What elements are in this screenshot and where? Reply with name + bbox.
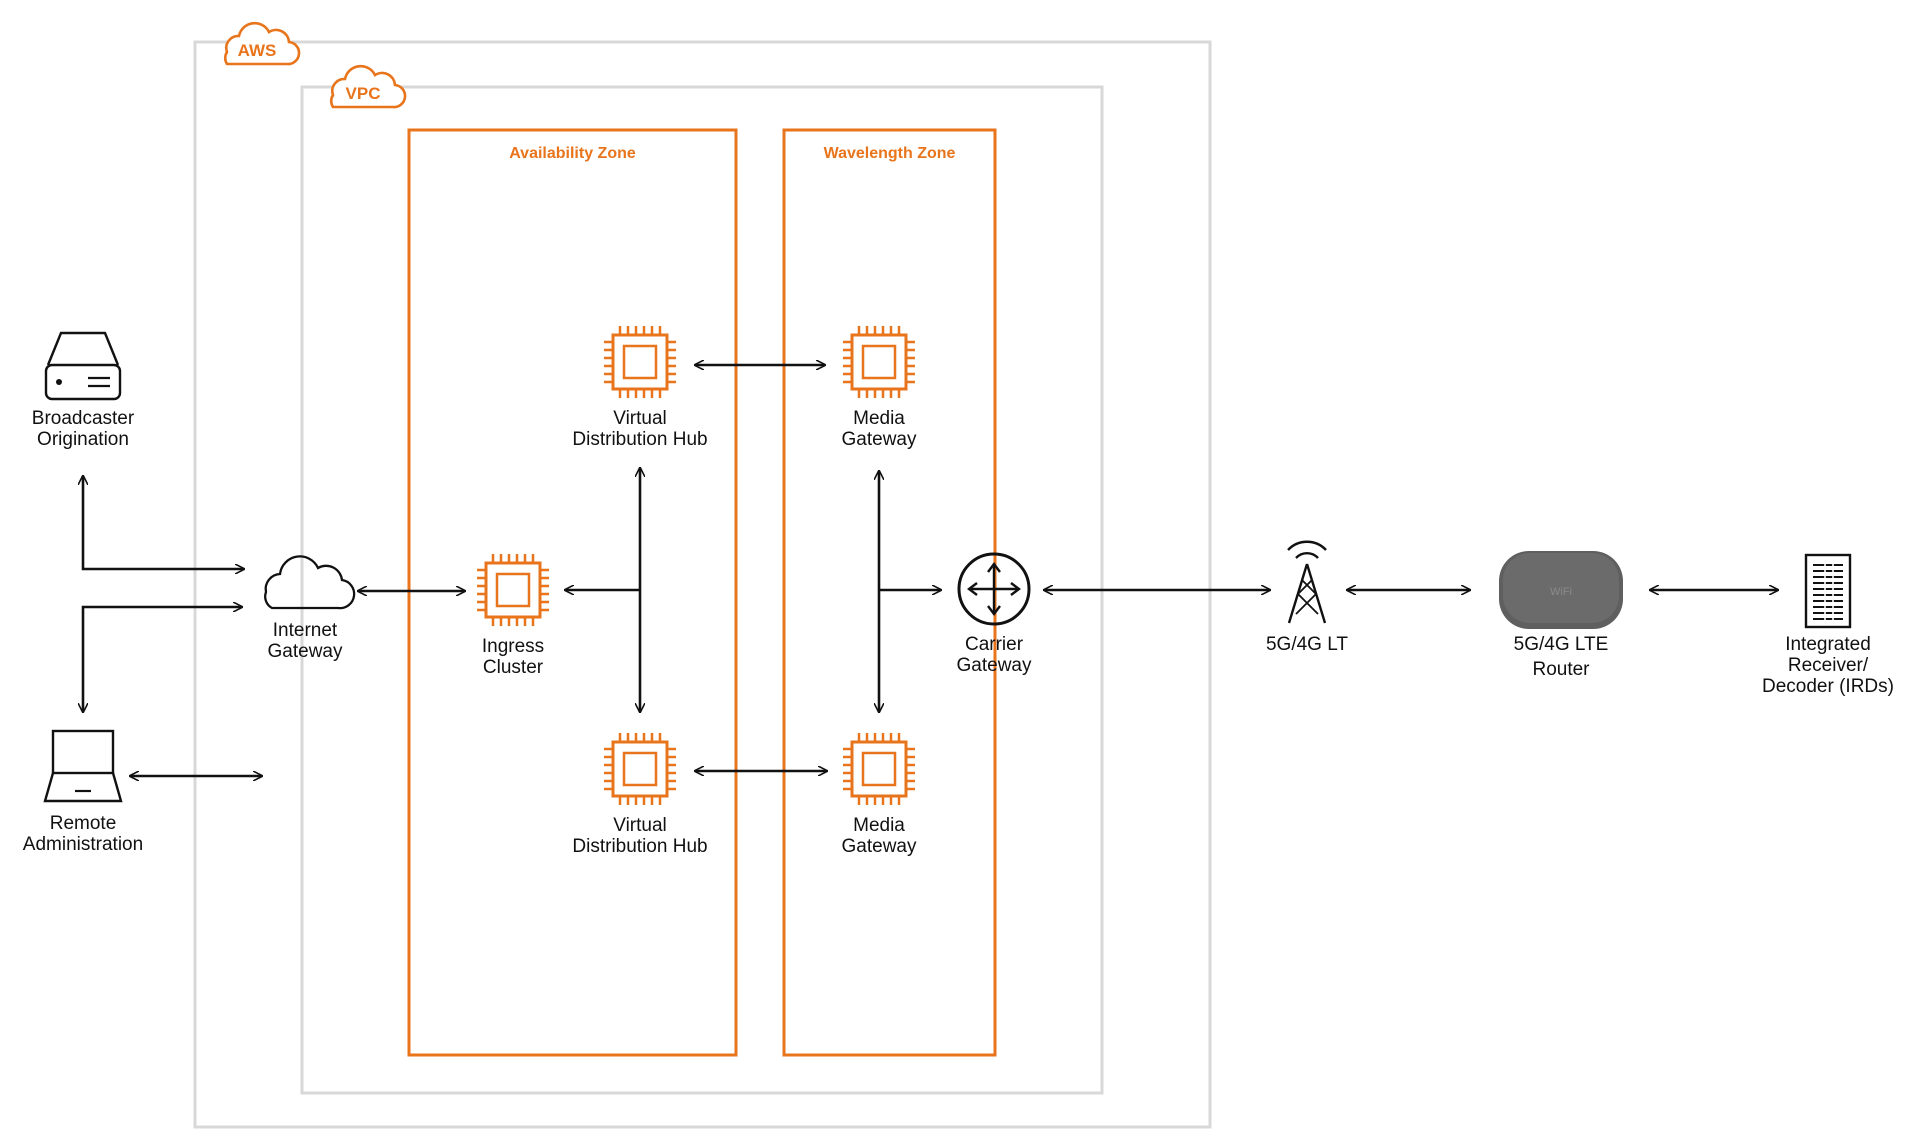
wavelength-zone-container: [782, 128, 997, 1057]
connections: [83, 365, 1778, 776]
arrow-gateway-to-remote-admin: [83, 607, 242, 712]
availability-zone-title: Availability Zone: [509, 145, 636, 162]
vpc-badge-label: VPC: [345, 84, 381, 103]
ingress-cluster-label: Ingress Cluster: [481, 636, 545, 678]
ingress-cluster-chip-icon: [475, 552, 551, 628]
svg-text:WiFi: WiFi: [1550, 586, 1572, 598]
broadcaster-origination-label: Broadcaster Origination: [31, 408, 135, 450]
carrier-gateway-label: Carrier Gateway: [956, 634, 1032, 676]
media-gateway-bottom-label: Media Gateway: [841, 815, 917, 857]
internet-gateway-label: Internet Gateway: [267, 620, 343, 662]
laptop-icon: [43, 729, 123, 803]
decoder-rack-icon: [1804, 553, 1852, 629]
cloud-icon: [264, 555, 356, 610]
arrow-broadcaster-to-gateway: [83, 476, 244, 569]
vdh-bottom-label: Virtual Distribution Hub: [572, 815, 708, 857]
media-gateway-bottom-chip-icon: [841, 731, 917, 807]
cell-tower-label: 5G/4G LT: [1265, 634, 1348, 655]
vdh-bottom-chip-icon: [602, 731, 678, 807]
aws-badge-label: AWS: [237, 41, 277, 60]
router-circle-icon: [957, 552, 1031, 626]
media-gateway-top-label: Media Gateway: [841, 408, 917, 450]
wavelength-zone-title: Wavelength Zone: [823, 145, 956, 162]
lte-router-label: 5G/4G LTE Router: [1513, 634, 1609, 680]
cell-tower-icon: [1287, 540, 1327, 624]
hotspot-router-icon: WiFi: [1499, 551, 1623, 629]
availability-zone-container: [407, 128, 738, 1057]
aws-container: [193, 40, 1212, 1129]
vdh-top-label: Virtual Distribution Hub: [572, 408, 708, 450]
ird-label: Integrated Receiver/ Decoder (IRDs): [1762, 634, 1894, 697]
server-icon: [44, 331, 122, 401]
remote-administration-label: Remote Administration: [22, 813, 144, 855]
media-gateway-top-chip-icon: [841, 324, 917, 400]
vdh-top-chip-icon: [602, 324, 678, 400]
